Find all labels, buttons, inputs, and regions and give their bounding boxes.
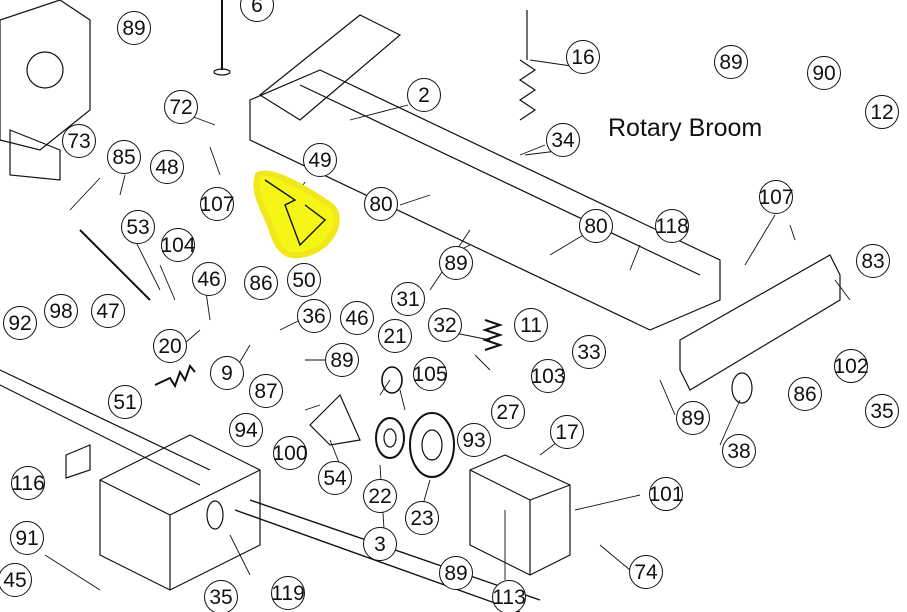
callout-label: 83	[856, 244, 890, 278]
callout-label: 90	[807, 56, 841, 90]
callout-label: 89	[439, 556, 473, 590]
callout-label: 92	[3, 306, 37, 340]
side-plate-drawing	[679, 254, 841, 391]
callout-label: 94	[229, 413, 263, 447]
callout-label: 22	[363, 479, 397, 513]
callout-label: 2	[407, 78, 441, 112]
callout-label: 20	[153, 329, 187, 363]
callout-label: 89	[439, 246, 473, 280]
callout-label: 100	[272, 436, 308, 470]
callout-label: 17	[550, 415, 584, 449]
callout-label: 102	[833, 349, 869, 383]
callout-label: 87	[249, 374, 283, 408]
frame-tube-drawing	[249, 69, 721, 331]
callout-label: 104	[160, 228, 196, 262]
callout-label: 113	[492, 580, 526, 612]
callout-label: 53	[121, 210, 155, 244]
callout-label: 34	[546, 123, 580, 157]
callout-label: 86	[244, 266, 278, 300]
callout-label: 49	[303, 143, 337, 177]
callout-label: 23	[405, 501, 439, 535]
callout-label: 31	[391, 282, 425, 316]
diagram-title: Rotary Broom	[608, 114, 763, 142]
callout-label: 80	[364, 187, 398, 221]
callout-label: 89	[325, 343, 359, 377]
callout-label: 118	[655, 209, 689, 243]
callout-label: 21	[378, 319, 412, 353]
callout-label: 12	[865, 95, 899, 129]
callout-label: 9	[210, 356, 244, 390]
callout-label: 16	[566, 40, 600, 74]
engine-drawing	[0, 0, 91, 151]
callout-label: 86	[788, 377, 822, 411]
callout-label: 50	[287, 263, 321, 297]
callout-label: 103	[530, 359, 566, 393]
callout-label: 89	[117, 11, 151, 45]
callout-label: 38	[722, 434, 756, 468]
callout-label: 116	[11, 466, 45, 500]
callout-label: 3	[363, 527, 397, 561]
callout-label: 107	[758, 180, 794, 214]
handle-part-49-highlight	[253, 170, 340, 259]
callout-label: 85	[107, 140, 141, 174]
callout-label: 105	[412, 357, 448, 391]
callout-label: 89	[676, 401, 710, 435]
callout-label: 74	[629, 555, 663, 589]
gearbox-drawing	[99, 434, 261, 591]
callout-label: 45	[0, 563, 32, 597]
callout-label: 89	[714, 45, 748, 79]
callout-label: 72	[164, 90, 198, 124]
callout-label: 119	[271, 576, 305, 610]
callout-label: 91	[10, 521, 44, 555]
callout-label: 98	[44, 294, 78, 328]
callout-label: 73	[62, 124, 96, 158]
callout-label: 47	[91, 294, 125, 328]
callout-label: 35	[204, 580, 238, 612]
callout-label: 80	[579, 209, 613, 243]
callout-label: 48	[150, 150, 184, 184]
belt-guard-drawing	[469, 454, 571, 576]
callout-label: 51	[108, 385, 142, 419]
callout-label: 33	[572, 335, 606, 369]
callout-label: 35	[865, 394, 899, 428]
callout-label: 54	[318, 461, 352, 495]
callout-label: 107	[199, 187, 235, 221]
callout-label: 11	[514, 308, 548, 342]
callout-label: 101	[648, 477, 684, 511]
callout-label: 27	[491, 395, 525, 429]
callout-label: 93	[457, 423, 491, 457]
callout-label: 46	[192, 262, 226, 296]
callout-label: 32	[428, 308, 462, 342]
callout-label: 36	[297, 299, 331, 333]
callout-label: 46	[340, 301, 374, 335]
